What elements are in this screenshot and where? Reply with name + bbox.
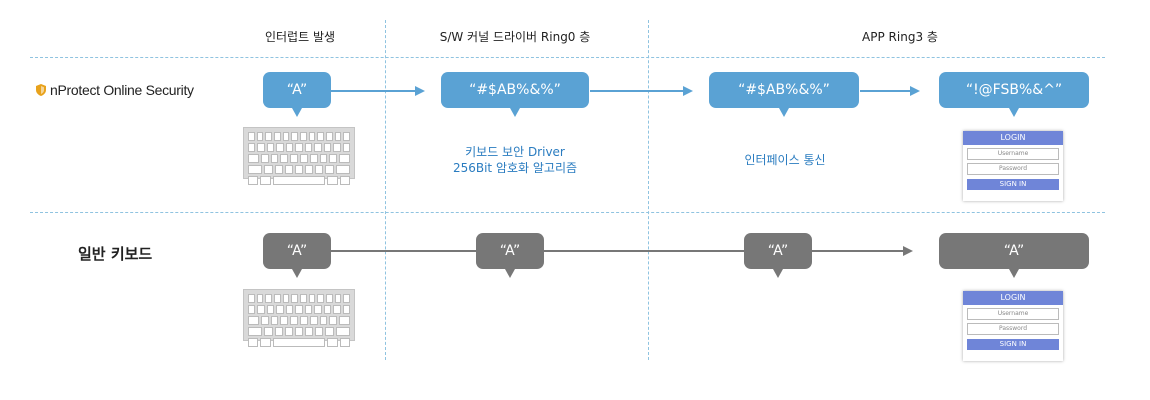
arrowhead-protected-3 xyxy=(910,86,920,96)
signin-button: SIGN IN xyxy=(967,339,1059,350)
username-field: Username xyxy=(967,308,1059,320)
header-app-layer: APP Ring3 층 xyxy=(862,30,938,44)
divider-col2 xyxy=(648,20,649,360)
bubble-normal-interface: “A” xyxy=(744,233,812,269)
login-form: LOGIN Username Password SIGN IN xyxy=(963,131,1063,201)
brand-name: nProtect Online Security xyxy=(50,82,194,98)
arrowhead-protected-2 xyxy=(683,86,693,96)
note-kernel-driver: 키보드 보안 Driver 256Bit 암호화 알고리즘 xyxy=(430,144,600,176)
protected-arrows xyxy=(330,86,920,96)
bubble-protected-input: “A” xyxy=(263,72,331,108)
header-interrupt: 인터럽트 발생 xyxy=(264,30,336,44)
bubble-normal-input: “A” xyxy=(263,233,331,269)
password-field: Password xyxy=(967,163,1059,175)
arrowhead-protected-1 xyxy=(415,86,425,96)
divider-top xyxy=(30,57,1105,58)
login-title: LOGIN xyxy=(963,291,1063,305)
keyboard-icon xyxy=(243,127,355,185)
bubble-tail xyxy=(510,108,520,117)
bubble-tail xyxy=(1009,269,1019,278)
password-field: Password xyxy=(967,323,1059,335)
normal-keyboard-label: 일반 키보드 xyxy=(78,245,153,263)
divider-middle xyxy=(30,212,1105,213)
bubble-normal-app: “A” xyxy=(939,233,1089,269)
signin-button: SIGN IN xyxy=(967,179,1059,190)
header-kernel-driver: S/W 커널 드라이버 Ring0 층 xyxy=(439,30,591,44)
keyboard-icon xyxy=(243,289,355,347)
bubble-tail xyxy=(292,108,302,117)
bubble-tail xyxy=(292,269,302,278)
bubble-tail xyxy=(773,269,783,278)
bubble-tail xyxy=(779,108,789,117)
login-title: LOGIN xyxy=(963,131,1063,145)
shield-icon xyxy=(36,84,46,96)
bubble-tail xyxy=(505,269,515,278)
arrowhead-normal xyxy=(903,246,913,256)
note-kernel-line1: 키보드 보안 Driver xyxy=(465,145,565,159)
login-form: LOGIN Username Password SIGN IN xyxy=(963,291,1063,361)
bubble-normal-kernel: “A” xyxy=(476,233,544,269)
bubble-tail xyxy=(1009,108,1019,117)
bubble-protected-interface: “#$AB%&%” xyxy=(709,72,859,108)
divider-col1 xyxy=(385,20,386,360)
username-field: Username xyxy=(967,148,1059,160)
note-kernel-line2: 256Bit 암호화 알고리즘 xyxy=(452,161,578,175)
note-interface: 인터페이스 통신 xyxy=(744,153,826,167)
normal-arrows xyxy=(330,246,913,256)
nprotect-logo: nProtect Online Security xyxy=(36,82,194,98)
bubble-protected-app: “!@FSB%&^” xyxy=(939,72,1089,108)
bubble-protected-encrypted: “#$AB%&%” xyxy=(441,72,589,108)
